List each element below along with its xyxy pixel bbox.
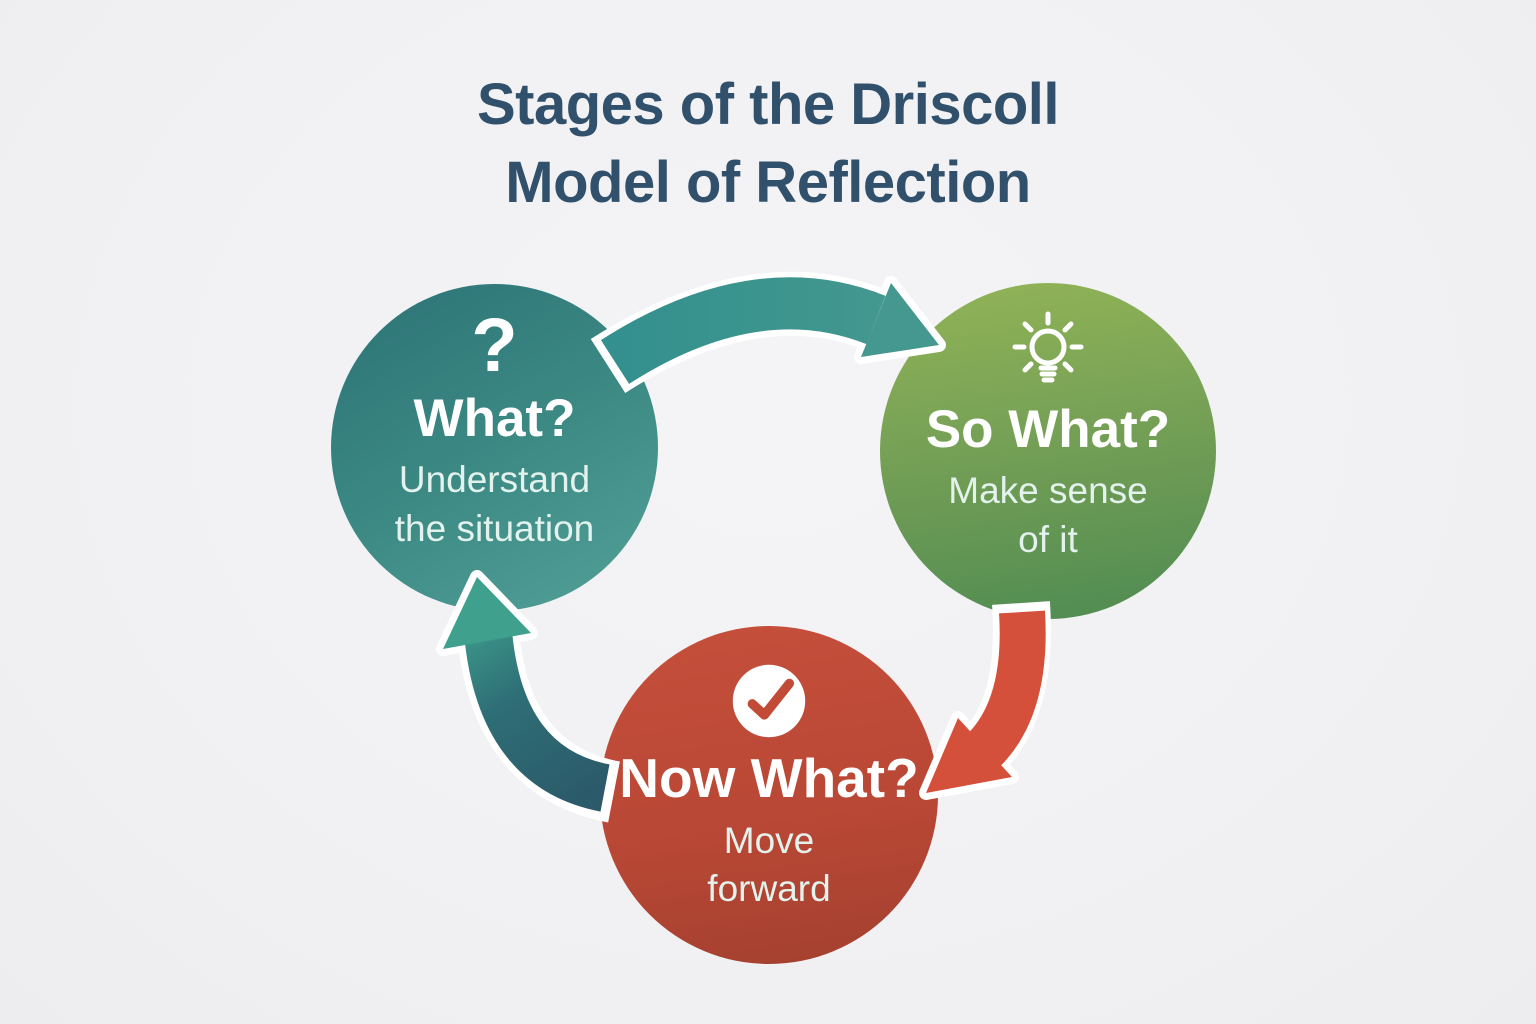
stage-sub-so-what: Make sense of it [948, 467, 1148, 565]
stage-heading-so-what: So What? [925, 400, 1171, 459]
stage-sub-so-what-line-2: of it [1018, 519, 1078, 561]
arrow-what-to-so-what [590, 271, 946, 394]
stage-sub-now-what-line-1: Move [723, 819, 815, 861]
stage-circle-now-what: Now What? Move forward [600, 626, 938, 964]
lightbulb-icon [1012, 311, 1084, 383]
stage-circle-what: ? What? Understand the situation [331, 284, 658, 611]
question-mark-icon: ? [471, 303, 518, 388]
stage-sub-what-line-1: Understand [398, 459, 591, 501]
stage-circle-so-what: So What? Make sense of it [880, 283, 1216, 619]
page-title-line-1: Stages of the Driscoll [476, 72, 1060, 137]
stage-sub-so-what-line-1: Make sense [948, 470, 1148, 512]
stage-sub-what-line-2: the situation [394, 508, 595, 550]
stage-sub-now-what: Move forward [707, 817, 830, 915]
stage-heading-what: What? [413, 389, 576, 449]
arrow-so-what-to-now-what [919, 601, 1051, 800]
stage-sub-what: Understand the situation [395, 456, 595, 554]
checkmark-icon [732, 664, 806, 738]
page-title-line-2: Model of Reflection [505, 149, 1031, 215]
stage-sub-now-what-line-2: forward [707, 868, 831, 910]
page-title: Stages of the Driscoll Model of Reflecti… [0, 66, 1536, 221]
stage-heading-now-what: Now What? [619, 747, 919, 809]
arrow-now-what-to-what [436, 570, 621, 823]
